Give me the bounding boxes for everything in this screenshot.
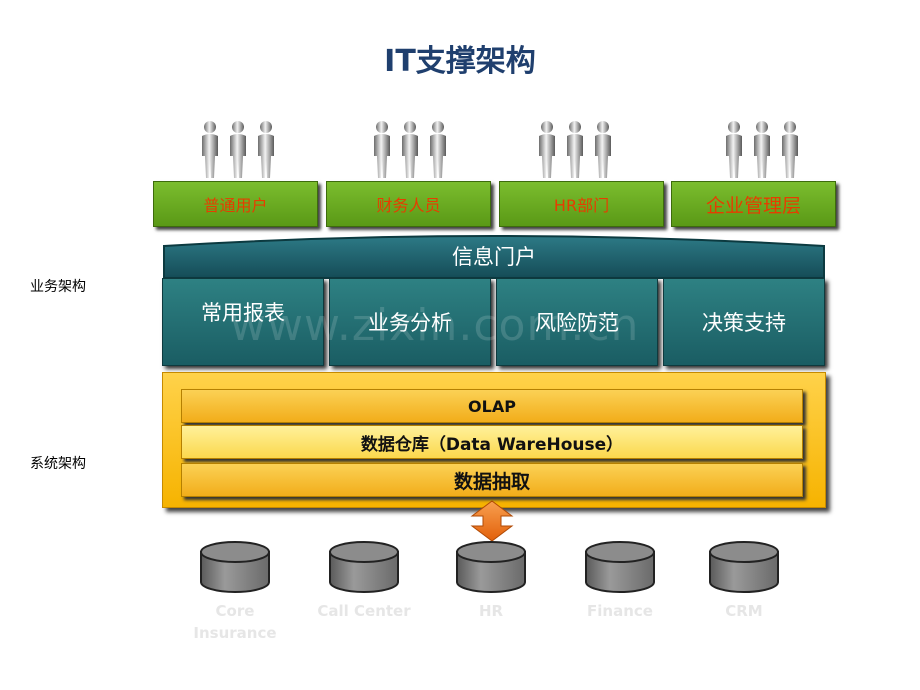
- business-module-label: 业务分析: [368, 311, 452, 335]
- watermark: www.zixin.com.cn: [230, 300, 640, 351]
- system-architecture-label: 系统架构: [30, 456, 86, 472]
- data-source-label: HR: [478, 602, 504, 620]
- data-source-label: Call Center: [317, 602, 411, 620]
- business-module-label: 常用报表: [201, 301, 285, 325]
- user-role-box: 企业管理层: [671, 181, 836, 227]
- business-module: 风险防范: [496, 278, 658, 366]
- data-warehouse-layer: 数据仓库（Data WareHouse）: [181, 425, 803, 459]
- user-role-box: HR部门: [499, 181, 664, 227]
- business-architecture-label: 业务架构: [30, 279, 86, 295]
- business-module: 决策支持: [663, 278, 825, 366]
- business-module: 常用报表: [162, 278, 324, 366]
- user-group-icon: [535, 118, 615, 180]
- user-group-icon: [722, 118, 802, 180]
- data-source-label: Finance: [587, 602, 653, 620]
- page-title: IT支撑架构: [384, 44, 536, 79]
- database-icon: [584, 540, 656, 594]
- user-role-box: 财务人员: [326, 181, 491, 227]
- database-icon: [455, 540, 527, 594]
- database-icon: [199, 540, 271, 594]
- portal-label: 信息门户: [452, 245, 536, 269]
- business-module-label: 风险防范: [535, 311, 619, 335]
- olap-layer: OLAP: [181, 389, 803, 423]
- user-group-icon: [370, 118, 450, 180]
- business-module-label: 决策支持: [702, 311, 786, 335]
- database-icon: [708, 540, 780, 594]
- data-source-label: CRM: [725, 602, 763, 620]
- data-extraction-layer: 数据抽取: [181, 463, 803, 497]
- data-source-label: Core Insurance: [193, 602, 277, 642]
- user-role-box: 普通用户: [153, 181, 318, 227]
- business-module: 业务分析: [329, 278, 491, 366]
- double-arrow-icon: [470, 500, 514, 542]
- user-group-icon: [198, 118, 278, 180]
- database-icon: [328, 540, 400, 594]
- information-portal-banner: [162, 232, 826, 280]
- system-architecture-frame: OLAP 数据仓库（Data WareHouse） 数据抽取: [162, 372, 826, 508]
